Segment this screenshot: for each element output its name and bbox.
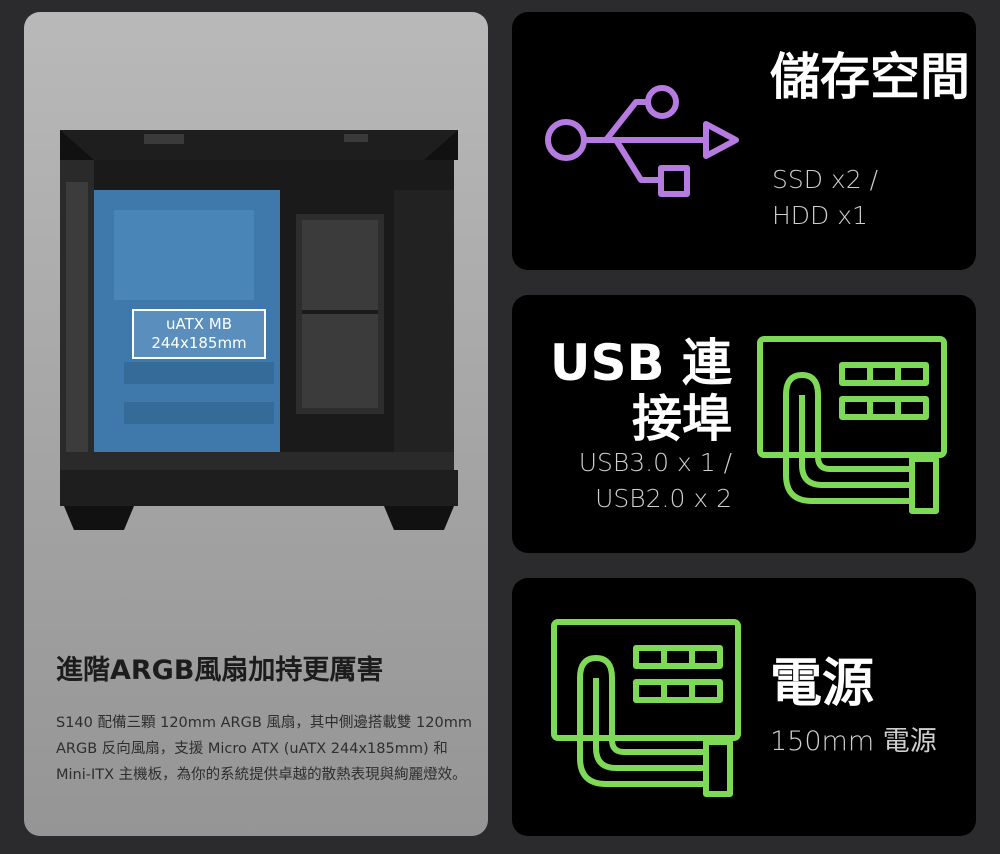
- mb-label-line2: 244x185mm: [151, 334, 247, 352]
- usb-specs: USB3.0 x 1 / USB2.0 x 2: [532, 445, 732, 517]
- usb-title: USB 連 接埠: [542, 335, 732, 447]
- usb-spec-line1: USB3.0 x 1 /: [578, 448, 732, 477]
- storage-specs: SSD x2 / HDD x1: [772, 162, 878, 234]
- storage-title: 儲存空間: [770, 48, 970, 106]
- storage-spec-line1: SSD x2 /: [772, 165, 879, 194]
- feature-description: S140 配備三顆 120mm ARGB 風扇，其中側邊搭載雙 120mm AR…: [56, 715, 472, 783]
- usb-title-line1: USB 連: [549, 334, 732, 392]
- feature-panel: uATX MB 244x185mm 進階ARGB風扇加持更厲害 S140 配備三…: [24, 12, 488, 836]
- mb-label-line1: uATX MB: [165, 315, 233, 333]
- storage-card: 儲存空間 SSD x2 / HDD x1: [512, 12, 976, 270]
- usb-spec-line2: USB2.0 x 2: [595, 484, 732, 513]
- usb-card: USB 連 接埠 USB3.0 x 1 / USB2.0 x 2: [512, 295, 976, 553]
- power-connector-icon: [757, 336, 947, 514]
- usb-title-line2: 接埠: [632, 390, 732, 448]
- storage-spec-line2: HDD x1: [772, 201, 868, 230]
- feature-title: 進階ARGB風扇加持更厲害: [56, 655, 384, 686]
- motherboard-size-label: uATX MB 244x185mm: [132, 309, 266, 359]
- power-card: 電源 150mm 電源: [512, 578, 976, 836]
- power-title: 電源: [770, 654, 875, 714]
- power-subtitle: 150mm 電源: [770, 726, 937, 757]
- power-connector-icon: [551, 619, 741, 797]
- usb-symbol-icon: [545, 85, 739, 197]
